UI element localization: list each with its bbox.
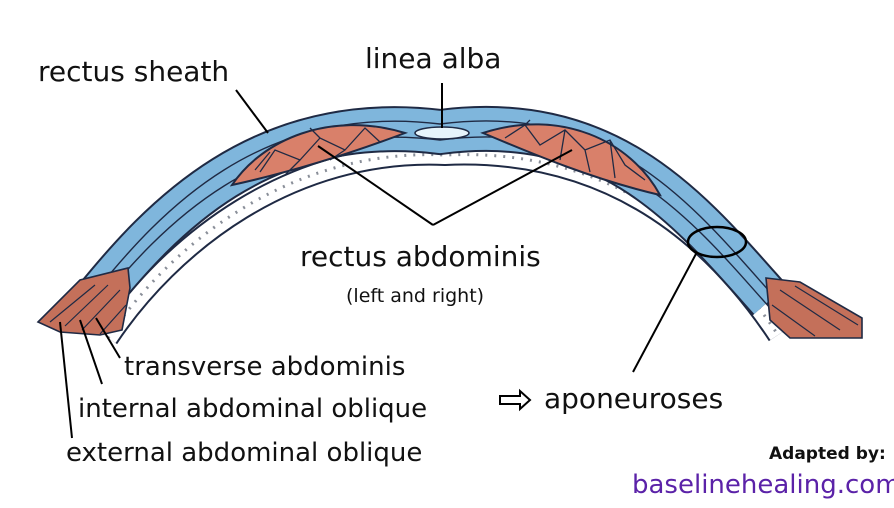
leader-rectus-sheath: [235, 89, 269, 134]
rectus-abdominis-right: [480, 123, 662, 197]
linea-alba-shape: [414, 126, 470, 140]
aponeurosis-marker: [686, 225, 748, 259]
rectus-right-fibers: [504, 119, 646, 181]
obliques-left-lines: [49, 284, 127, 335]
sheath-line-1: [94, 120, 771, 293]
obliques-left: [36, 266, 131, 336]
sheath-line-2: [94, 136, 771, 309]
label-linea-alba: linea alba: [365, 42, 502, 75]
label-internal-oblique: internal abdominal oblique: [78, 394, 428, 424]
leader-rectus-left: [317, 145, 434, 226]
arrow-icon: [499, 388, 532, 412]
leader-internal: [79, 319, 103, 385]
rectus-abdominis-left: [229, 124, 409, 187]
label-left-right: (left and right): [346, 285, 485, 307]
leader-rectus-right: [432, 149, 573, 226]
label-transverse-abdominis: transverse abdominis: [124, 352, 406, 382]
label-external-oblique: external abdominal oblique: [66, 438, 423, 468]
credit-label: Adapted by:: [769, 444, 886, 464]
label-rectus-sheath: rectus sheath: [38, 55, 230, 88]
rectus-left-fibers: [254, 127, 381, 176]
leader-aponeuroses: [632, 251, 698, 373]
leader-external: [59, 321, 73, 439]
label-aponeuroses: aponeuroses: [544, 382, 724, 415]
leader-transverse: [95, 317, 121, 359]
obliques-right: [765, 277, 863, 339]
label-rectus-abdominis: rectus abdominis: [300, 240, 541, 273]
obliques-right-lines: [771, 285, 859, 337]
leader-lines: [59, 83, 698, 439]
credit-site-link[interactable]: baselinehealing.com: [632, 470, 894, 500]
